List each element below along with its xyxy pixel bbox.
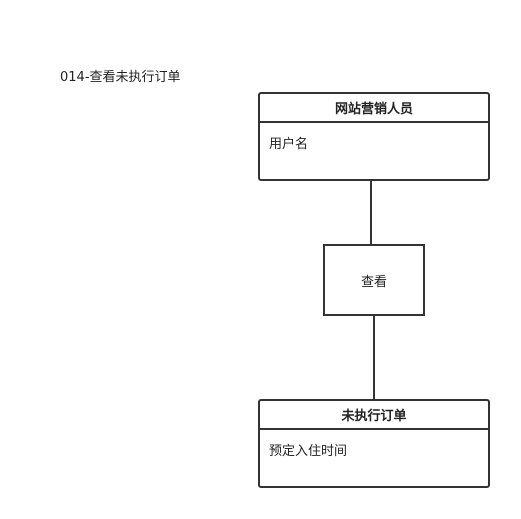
relationship-view[interactable]: 查看 bbox=[323, 244, 425, 316]
entity-marketing-staff[interactable]: 网站营销人员 用户名 bbox=[258, 92, 490, 181]
entity-attribute: 预定入住时间 bbox=[269, 444, 348, 459]
diagram-title: 014-查看未执行订单 bbox=[60, 70, 181, 85]
entity-header: 网站营销人员 bbox=[260, 94, 488, 123]
entity-unexecuted-order[interactable]: 未执行订单 预定入住时间 bbox=[258, 399, 490, 488]
entity-header: 未执行订单 bbox=[260, 401, 488, 430]
entity-attribute: 用户名 bbox=[269, 137, 309, 152]
